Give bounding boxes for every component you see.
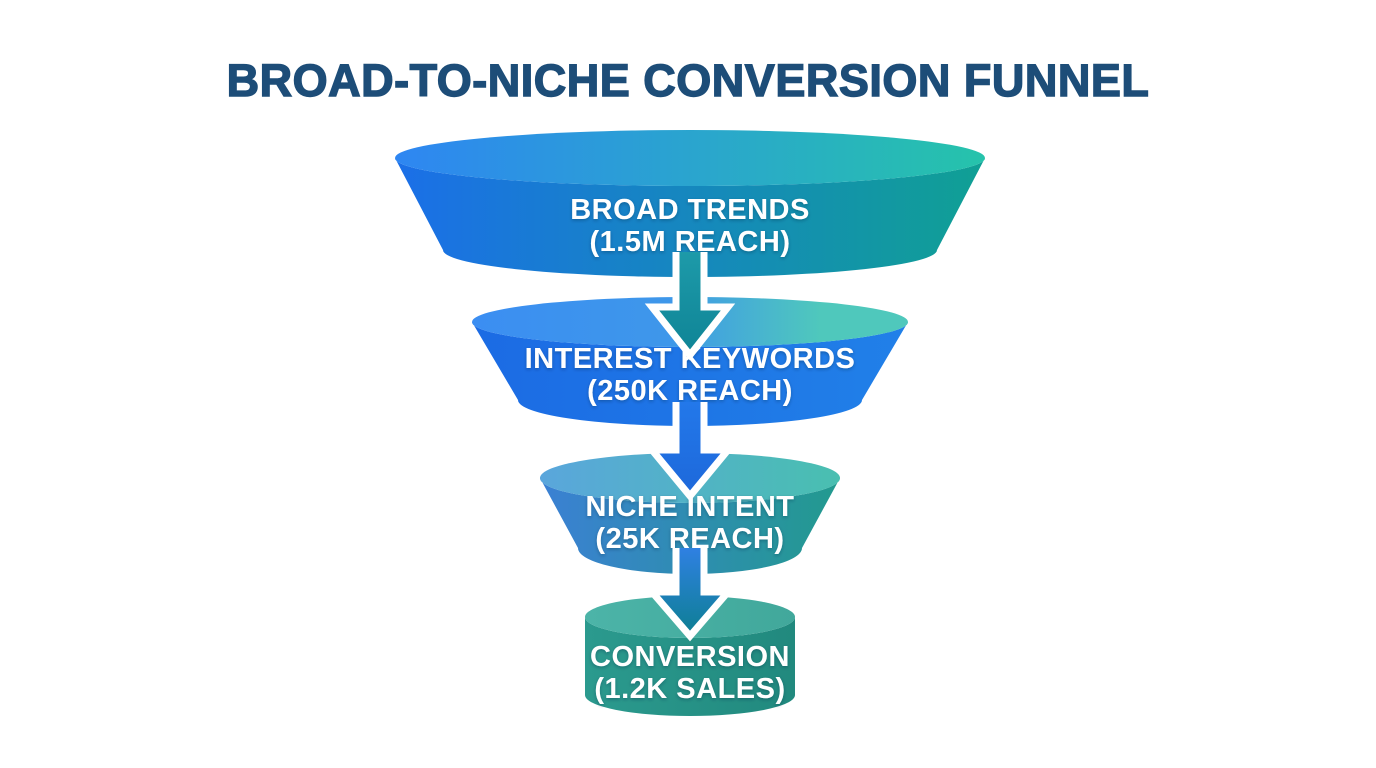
stage-3-body xyxy=(540,478,840,574)
down-arrow-icon-1 xyxy=(644,252,736,361)
down-arrow-icon-3 xyxy=(644,548,736,642)
stage-1-top-surface xyxy=(395,130,985,186)
stage-4-label: CONVERSION xyxy=(590,641,790,673)
down-arrow-icon-2 xyxy=(644,402,736,502)
funnel-stage-broad-trends: BROAD TRENDS (1.5M REACH) xyxy=(395,130,985,277)
stage-4-body xyxy=(585,617,795,716)
stage-1-label: BROAD TRENDS xyxy=(570,194,810,226)
stage-1-body xyxy=(395,158,985,277)
stage-4-value: (1.2K SALES) xyxy=(594,673,785,705)
page-title: BROAD-TO-NICHE CONVERSION FUNNEL xyxy=(227,55,1150,106)
stage-2-body xyxy=(472,322,908,426)
stage-2-value: (250K REACH) xyxy=(587,375,793,407)
funnel-stage-conversion: CONVERSION (1.2K SALES) xyxy=(585,596,795,716)
funnel-stage-niche-intent: NICHE INTENT (25K REACH) xyxy=(540,453,840,574)
